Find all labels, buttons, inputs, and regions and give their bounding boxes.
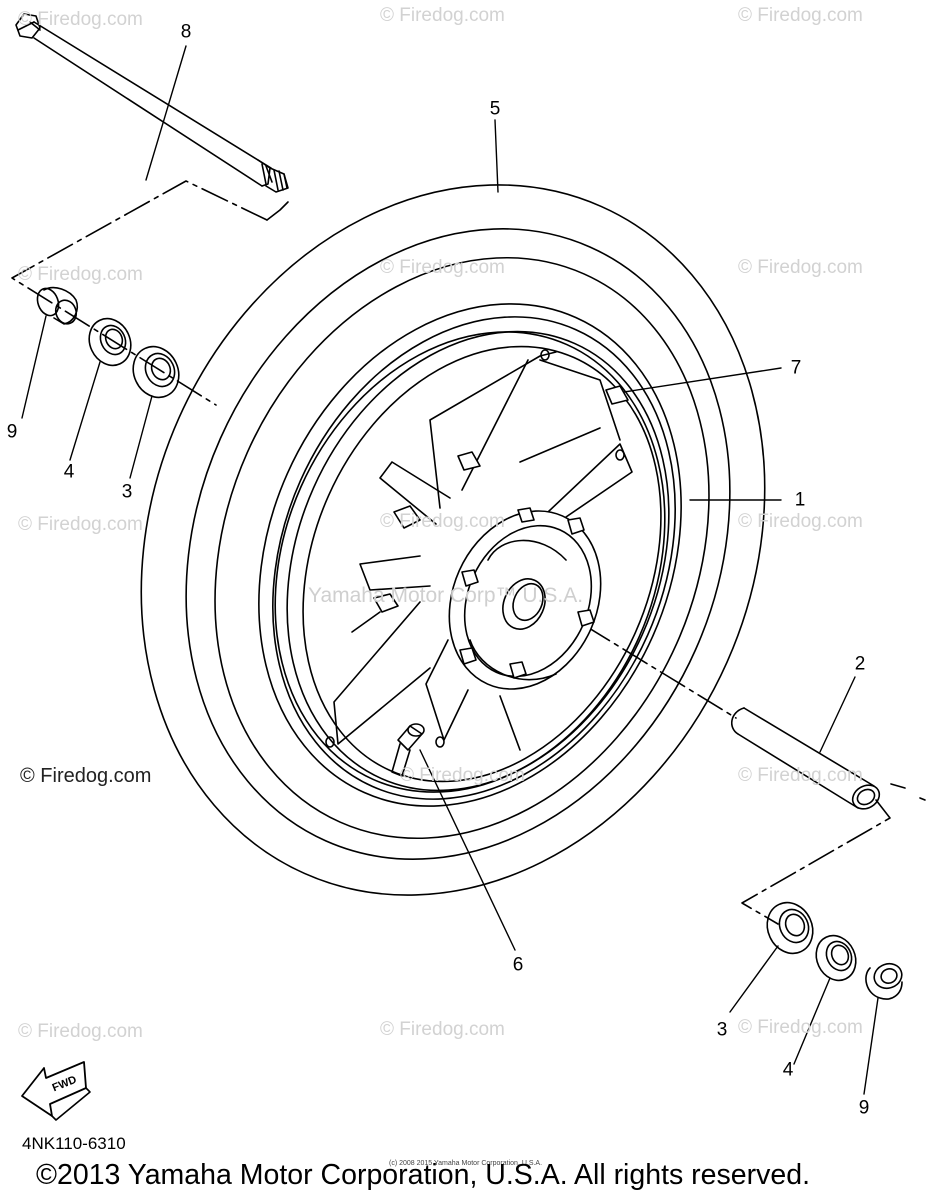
watermark: © Firedog.com: [18, 514, 143, 535]
bearing-part-3-right: [766, 901, 814, 955]
fwd-arrow-icon: [21, 1061, 91, 1121]
copyright-footer: ©2013 Yamaha Motor Corporation, U.S.A. A…: [36, 1159, 810, 1191]
watermark: © Firedog.com: [738, 5, 863, 26]
leader-lines: [21, 45, 879, 1095]
watermark: © Firedog.com: [18, 264, 143, 285]
watermark: © Firedog.com: [18, 1021, 143, 1042]
callout-6: 6: [512, 954, 524, 976]
callout-9-right: 9: [858, 1097, 870, 1119]
callout-3-right: 3: [716, 1019, 728, 1041]
callout-1: 1: [794, 489, 806, 511]
watermark: © Firedog.com: [380, 257, 505, 278]
watermark: © Firedog.com: [380, 5, 505, 26]
axle-part-8: [15, 13, 289, 193]
collar-part-9-left: [36, 286, 79, 325]
watermark-dark: © Firedog.com: [20, 765, 152, 787]
callout-4-right: 4: [782, 1059, 794, 1081]
watermark: © Firedog.com: [738, 257, 863, 278]
collar-part-2: [731, 707, 881, 810]
rim-part-1: [258, 303, 682, 807]
bearing-part-3-left: [132, 345, 180, 399]
center-watermark: Yamaha Motor Corp™ U.S.A.: [308, 584, 584, 607]
watermark: © Firedog.com: [380, 1019, 505, 1040]
valve-part-6: [391, 723, 425, 777]
watermark: © Firedog.com: [18, 9, 143, 30]
diagram-code: 4NK110-6310: [22, 1134, 126, 1153]
watermark: © Firedog.com: [738, 765, 863, 786]
wheel-hub: [325, 349, 629, 748]
watermark: © Firedog.com: [738, 1017, 863, 1038]
watermark: © Firedog.com: [380, 511, 505, 532]
callout-9-left: 9: [6, 421, 18, 443]
callout-3-left: 3: [121, 481, 133, 503]
callout-4-left: 4: [63, 461, 75, 483]
tire-part-5: [140, 184, 766, 896]
oil-seal-part-4-right: [815, 934, 857, 982]
oil-seal-part-4-left: [88, 317, 132, 367]
callout-5: 5: [489, 98, 501, 120]
watermark: © Firedog.com: [400, 765, 525, 786]
callout-2: 2: [854, 653, 866, 675]
watermark: © Firedog.com: [738, 511, 863, 532]
callout-7: 7: [790, 357, 802, 379]
tiny-copyright-note: (c) 2008 2015 Yamaha Motor Corporation, …: [389, 1160, 543, 1167]
callout-8: 8: [180, 21, 192, 43]
wheel-spokes: [333, 351, 633, 751]
collar-part-9-right: [865, 962, 903, 1000]
